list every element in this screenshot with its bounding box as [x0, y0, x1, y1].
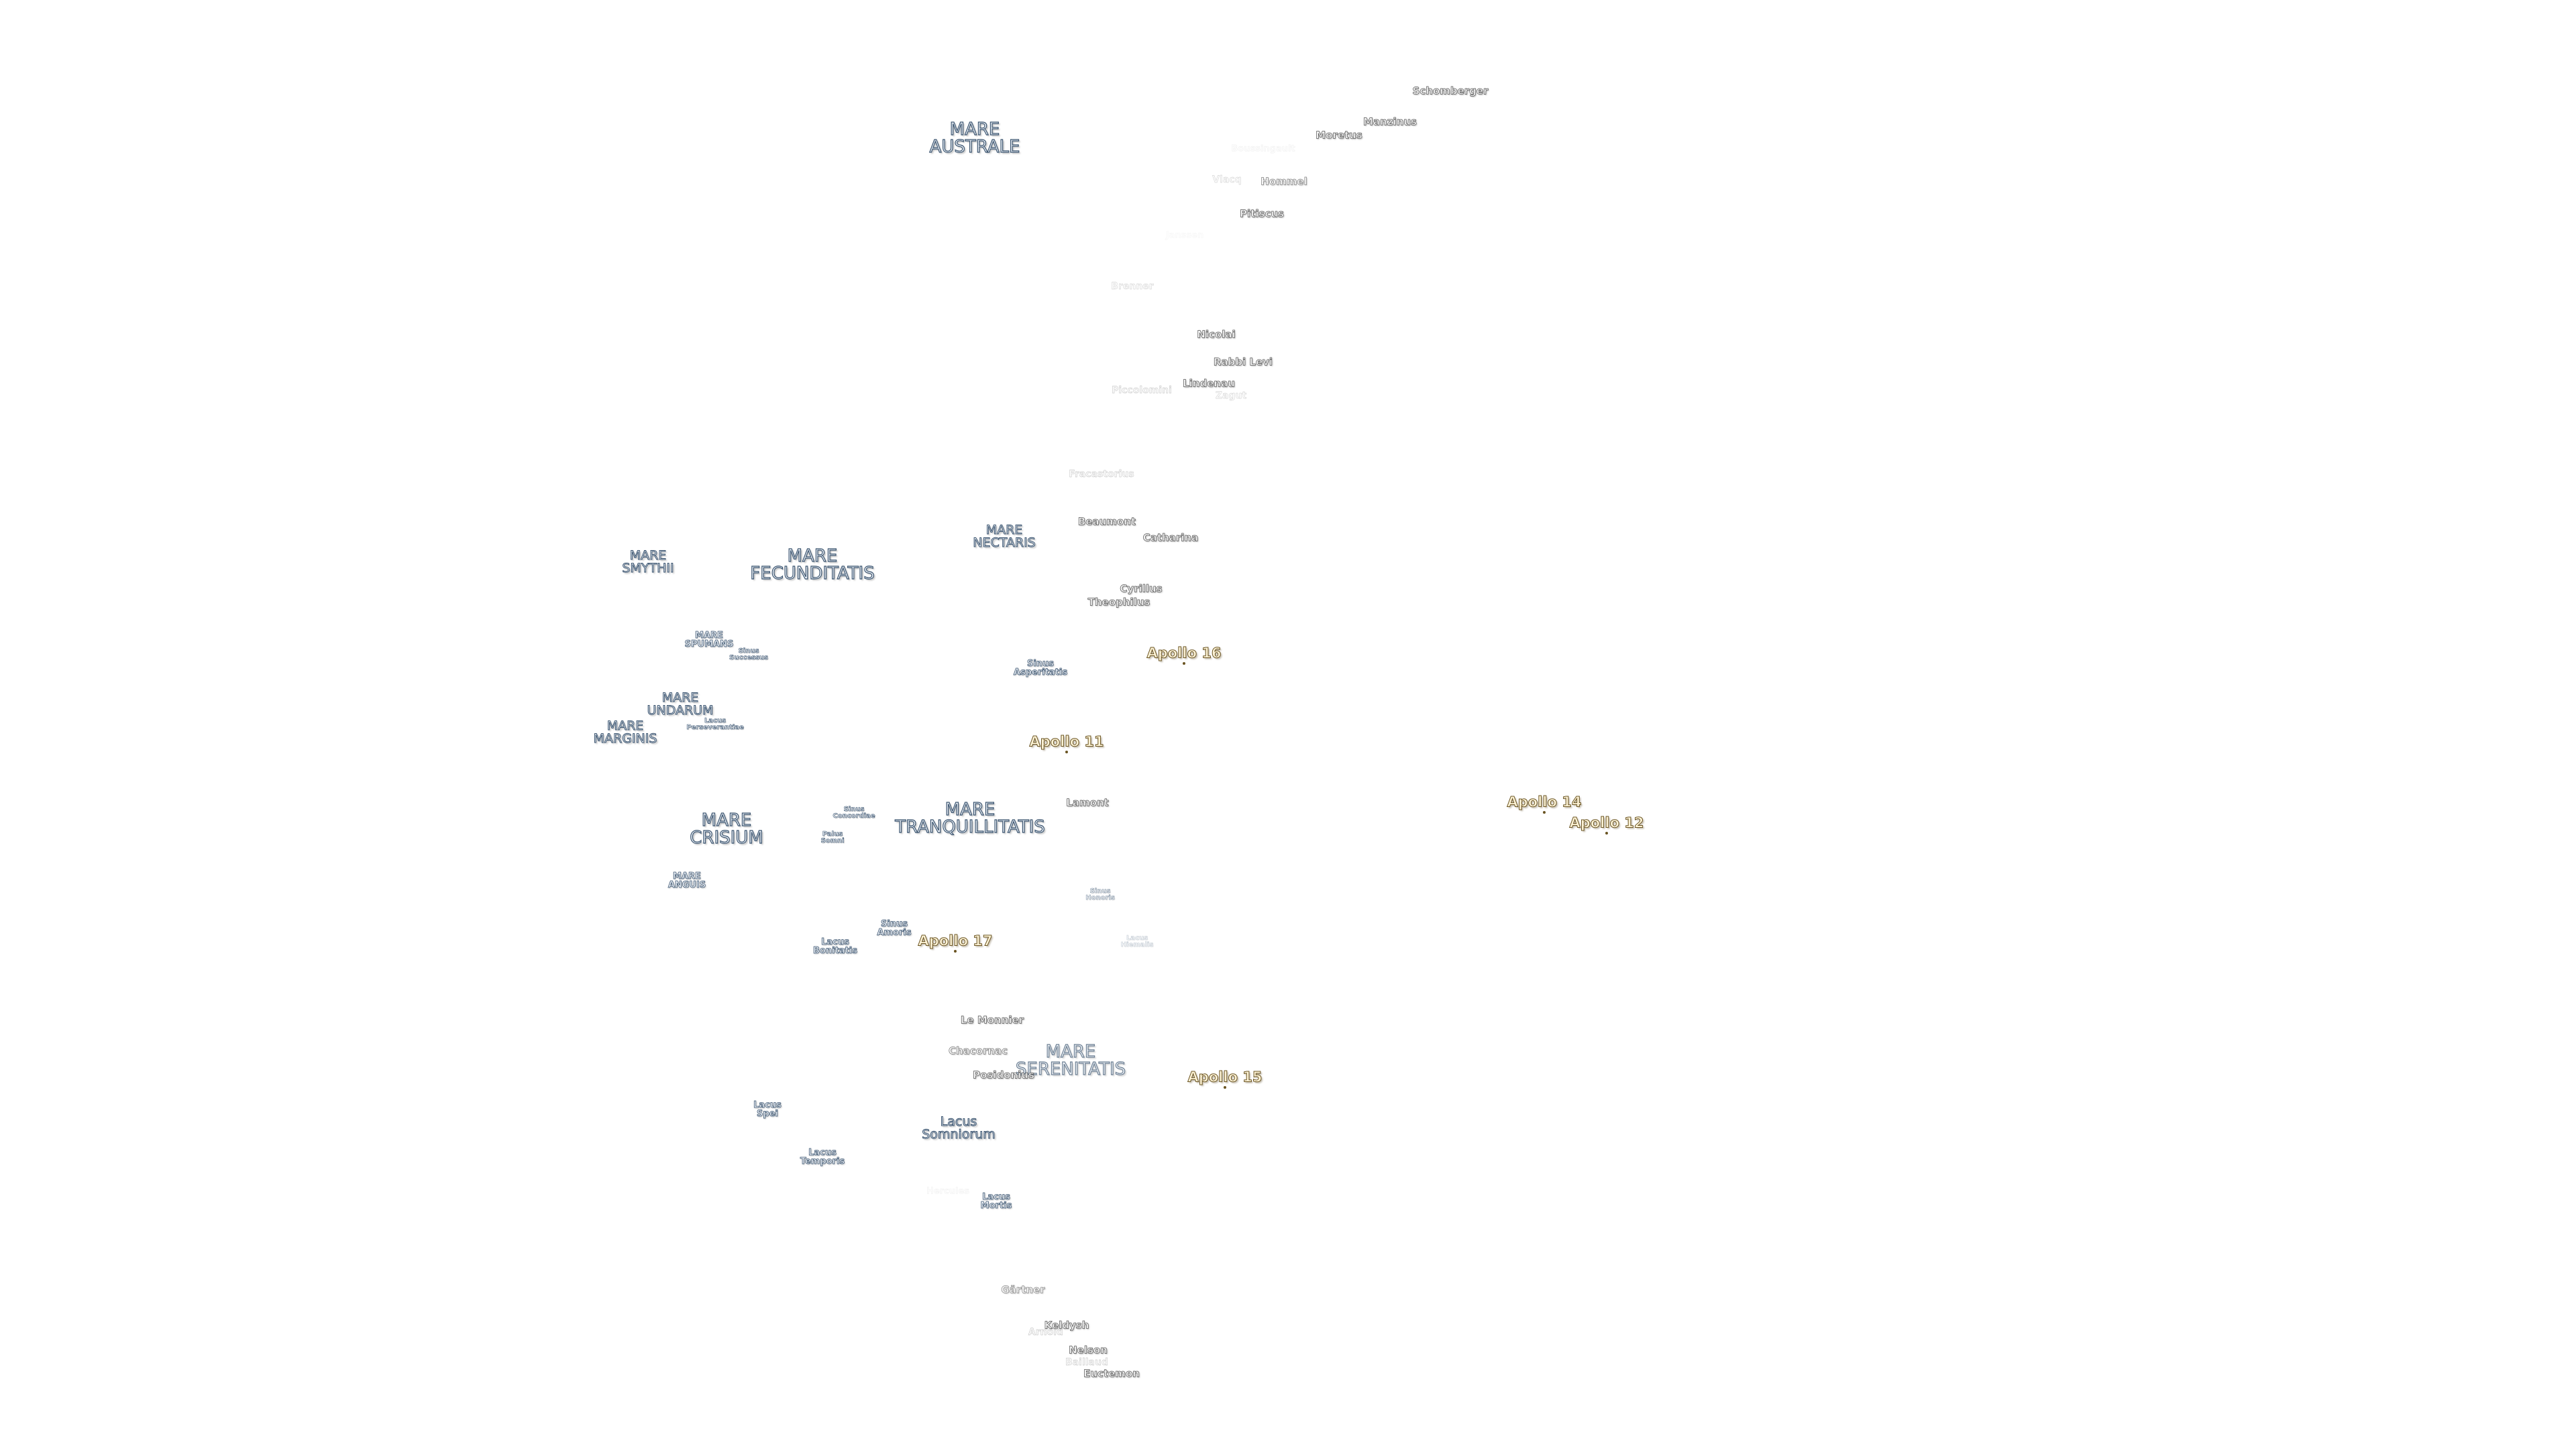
label-mare-anguis: MARE ANGUIS — [667, 871, 706, 890]
label-crater-beaumont: Beaumont — [1077, 515, 1136, 528]
apollo-14-marker — [1543, 811, 1546, 814]
label-crater-janssen: Janssen — [1165, 230, 1204, 241]
label-crater-rabbi-levi: Rabbi Levi — [1213, 356, 1273, 368]
label-crater-gartner: Gärtner — [1001, 1283, 1045, 1296]
label-apollo-11[interactable]: Apollo 11 — [1029, 733, 1104, 750]
label-crater-theophilus: Theophilus — [1087, 596, 1150, 608]
label-sinus-successus: Sinus Successus — [729, 647, 769, 661]
label-lacus-mortis: Lacus Mortis — [980, 1192, 1012, 1211]
apollo-17-marker — [954, 950, 957, 953]
apollo-16-marker — [1183, 662, 1185, 665]
label-crater-euctemon: Euctemon — [1083, 1367, 1140, 1380]
label-sinus-concordiae: Sinus Concordiae — [833, 806, 875, 820]
label-crater-chacornac: Chacornac — [948, 1044, 1008, 1057]
label-crater-nicolai: Nicolai — [1197, 328, 1236, 341]
label-crater-hommel: Hommel — [1260, 175, 1307, 188]
label-crater-keldysh: Keldysh — [1044, 1319, 1089, 1332]
apollo-15-marker — [1224, 1086, 1226, 1089]
label-crater-fracastorius: Fracastorius — [1069, 469, 1134, 480]
label-crater-boussingault: Boussingault — [1231, 144, 1295, 154]
label-sinus-asperitatis: Sinus Asperitatis — [1013, 659, 1068, 678]
label-crater-cyrillus: Cyrillus — [1120, 582, 1163, 595]
label-crater-vlacq: Vlacq — [1212, 174, 1242, 185]
label-lacus-hiemalis: Lacus Hiemalis — [1120, 934, 1154, 949]
apollo-11-marker — [1065, 751, 1068, 753]
label-sinus-honoris: Sinus Honoris — [1085, 888, 1115, 902]
label-crater-manzinus: Manzinus — [1363, 115, 1417, 128]
label-mare-serenitatis: MARE SERENITATIS — [1015, 1042, 1126, 1079]
label-mare-fecunditatis: MARE FECUNDITATIS — [750, 546, 875, 584]
label-mare-spumans: MARE SPUMANS — [684, 631, 734, 649]
label-lacus-temporis: Lacus Temporis — [800, 1148, 845, 1167]
label-crater-posidonius: Posidonius — [973, 1069, 1035, 1081]
label-mare-tranquillitatis: MARE TRANQUILLITATIS — [895, 800, 1046, 837]
label-crater-schomberger: Schomberger — [1412, 85, 1489, 97]
label-crater-nelson: Nelson — [1069, 1344, 1108, 1356]
label-mare-australe: MARE AUSTRALE — [929, 119, 1020, 157]
label-crater-zagut: Zagut — [1215, 390, 1247, 401]
label-apollo-14[interactable]: Apollo 14 — [1507, 794, 1582, 810]
label-mare-smythii: MARE SMYTHII — [622, 548, 674, 576]
label-apollo-12[interactable]: Apollo 12 — [1569, 814, 1644, 831]
label-crater-le-monnier: Le Monnier — [960, 1014, 1024, 1026]
label-sinus-amoris: Sinus Amoris — [877, 919, 912, 938]
label-apollo-16[interactable]: Apollo 16 — [1146, 645, 1222, 661]
label-crater-brenner: Brenner — [1111, 281, 1154, 292]
label-crater-hercules: Hercules — [926, 1186, 970, 1197]
label-lacus-somniorum: Lacus Somniorum — [922, 1114, 996, 1142]
label-mare-crisium: MARE CRISIUM — [690, 810, 764, 848]
label-crater-arnold: Arnold — [1028, 1327, 1064, 1338]
label-lacus-bonitatis: Lacus Bonitatis — [813, 937, 858, 956]
label-mare-marginis: MARE MARGINIS — [593, 718, 657, 746]
label-lacus-perseverantiae: Lacus Perseverantiae — [686, 717, 744, 731]
label-apollo-17[interactable]: Apollo 17 — [918, 932, 993, 949]
label-mare-nectaris: MARE NECTARIS — [973, 523, 1036, 550]
label-crater-pitiscus: Pitiscus — [1240, 207, 1285, 220]
label-crater-lindenau: Lindenau — [1183, 377, 1235, 390]
label-crater-baillaud: Baillaud — [1065, 1357, 1108, 1368]
label-crater-lamont: Lamont — [1066, 796, 1109, 809]
label-crater-piccolomini: Piccolomini — [1112, 385, 1172, 396]
apollo-12-marker — [1605, 832, 1608, 835]
label-crater-catharina: Catharina — [1142, 531, 1199, 544]
label-lacus-spei: Lacus Spei — [753, 1100, 782, 1119]
label-mare-undarum: MARE UNDARUM — [647, 690, 714, 718]
label-apollo-15[interactable]: Apollo 15 — [1187, 1069, 1263, 1085]
label-crater-moretus: Moretus — [1316, 129, 1362, 142]
label-palus-somni: Palus Somni — [820, 830, 845, 845]
